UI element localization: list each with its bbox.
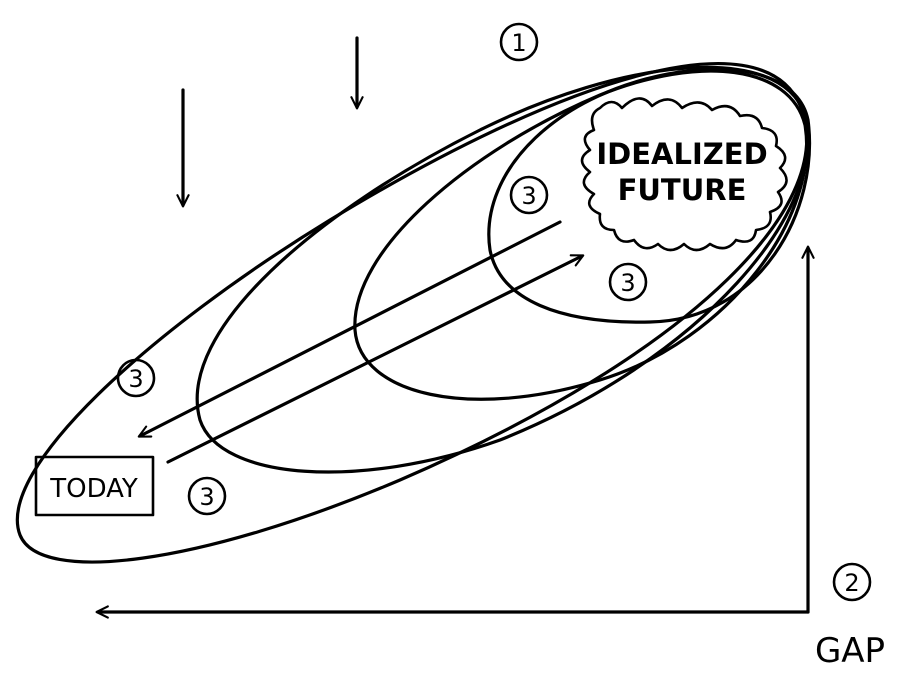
arrow-today-to-future <box>166 254 585 464</box>
svg-text:2: 2 <box>844 569 859 597</box>
marker-three-left: 3 <box>116 358 156 398</box>
marker-one: 1 <box>499 22 539 62</box>
inner-ellipse <box>487 67 812 324</box>
marker-three-bottom: 3 <box>187 476 227 516</box>
second-ellipse <box>195 65 810 474</box>
marker-two: 2 <box>832 562 872 602</box>
outer-ellipse <box>15 61 809 564</box>
svg-text:3: 3 <box>199 483 214 511</box>
marker-three-right: 3 <box>608 262 648 302</box>
svg-text:3: 3 <box>521 182 536 210</box>
arrow-future-to-today <box>137 220 562 438</box>
idealized-future-burst <box>580 97 788 252</box>
idealized-label: IDEALIZED <box>596 137 767 171</box>
future-label: FUTURE <box>618 173 747 207</box>
today-label: TODAY <box>49 474 138 504</box>
svg-text:1: 1 <box>511 29 526 57</box>
marker-three-top: 3 <box>509 175 549 215</box>
svg-text:3: 3 <box>620 269 635 297</box>
gap-label: GAP <box>815 631 885 671</box>
today-box <box>34 455 155 517</box>
third-ellipse <box>353 69 809 401</box>
svg-text:3: 3 <box>128 365 143 393</box>
